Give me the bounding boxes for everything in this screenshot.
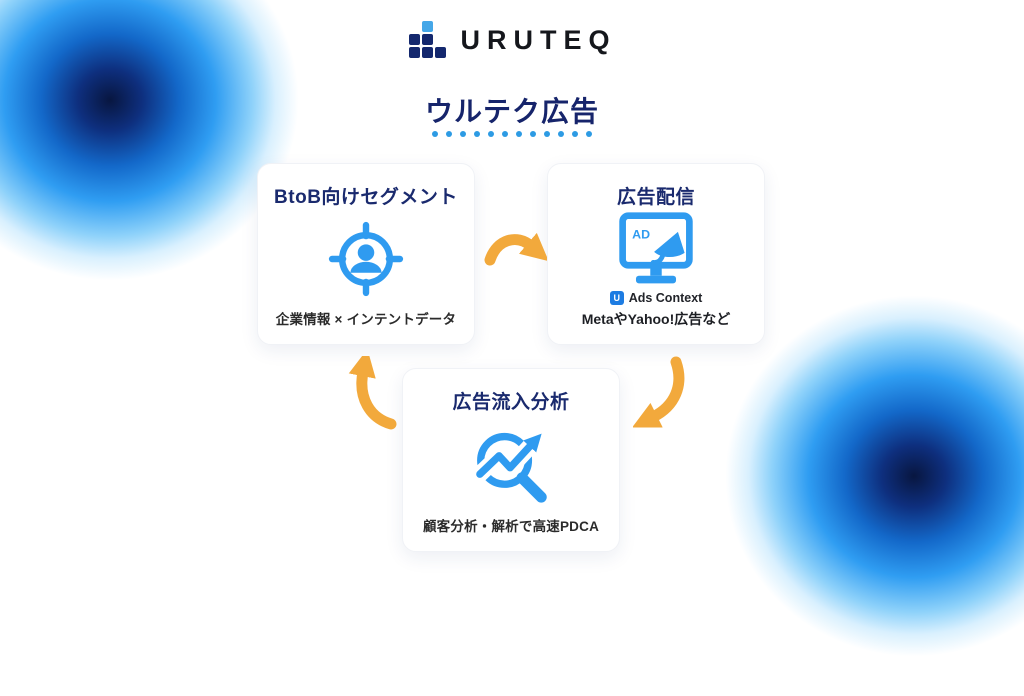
cycle-arrow-down-icon <box>633 356 685 428</box>
target-audience-icon <box>322 209 410 308</box>
uruteq-logo-icon <box>408 21 446 58</box>
ad-monitor-icon: AD <box>608 209 704 291</box>
card-caption: 企業情報 × インテントデータ <box>275 312 457 327</box>
cycle-arrow-right-icon <box>484 232 547 266</box>
card-btob-segment: BtoB向けセグメント 企業情報 × インテントデータ <box>257 163 475 345</box>
card-ad-delivery: 広告配信 AD U Ads Context MetaやYahoo!広告など <box>547 163 765 345</box>
page-title: ウルテク広告 <box>424 96 599 127</box>
card-caption: MetaやYahoo!広告など <box>581 311 731 327</box>
analytics-magnifier-icon <box>465 414 557 515</box>
logo-text: URUTEQ <box>460 24 617 55</box>
ads-context-logo-icon: U <box>609 291 624 305</box>
card-title: 広告流入分析 <box>452 392 570 413</box>
logo: URUTEQ <box>0 20 1024 60</box>
title-dotted-underline <box>0 131 1024 137</box>
card-title: 広告配信 <box>616 187 695 208</box>
cycle-arrow-up-icon <box>348 356 397 430</box>
card-title: BtoB向けセグメント <box>274 187 458 208</box>
ads-context-label: Ads Context <box>628 291 703 305</box>
card-ad-analysis: 広告流入分析 顧客分析・解析で高速PDCA <box>402 368 620 552</box>
ads-context-row: U Ads Context <box>609 291 703 305</box>
card-caption: 顧客分析・解析で高速PDCA <box>422 519 600 534</box>
monitor-ad-label: AD <box>632 228 650 242</box>
